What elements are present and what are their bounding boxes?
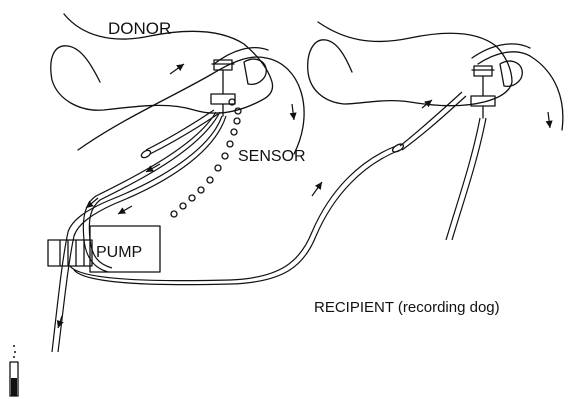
donor-duodenum: [78, 48, 304, 154]
sensor-coil: [171, 99, 241, 217]
pump-label: PUMP: [96, 244, 142, 261]
donor-label: DONOR: [108, 19, 171, 38]
drain-tip: [10, 345, 18, 396]
recipient-stomach: [308, 22, 512, 106]
donor-side-tube: [140, 110, 218, 159]
donor-cannula: [211, 70, 235, 116]
recipient-label: RECIPIENT (recording dog): [314, 299, 500, 316]
sensor-label: SENSOR: [238, 148, 306, 165]
recipient-sphincter: [472, 61, 522, 86]
donor-sphincter: [212, 59, 266, 84]
return-tubing: [52, 116, 226, 352]
